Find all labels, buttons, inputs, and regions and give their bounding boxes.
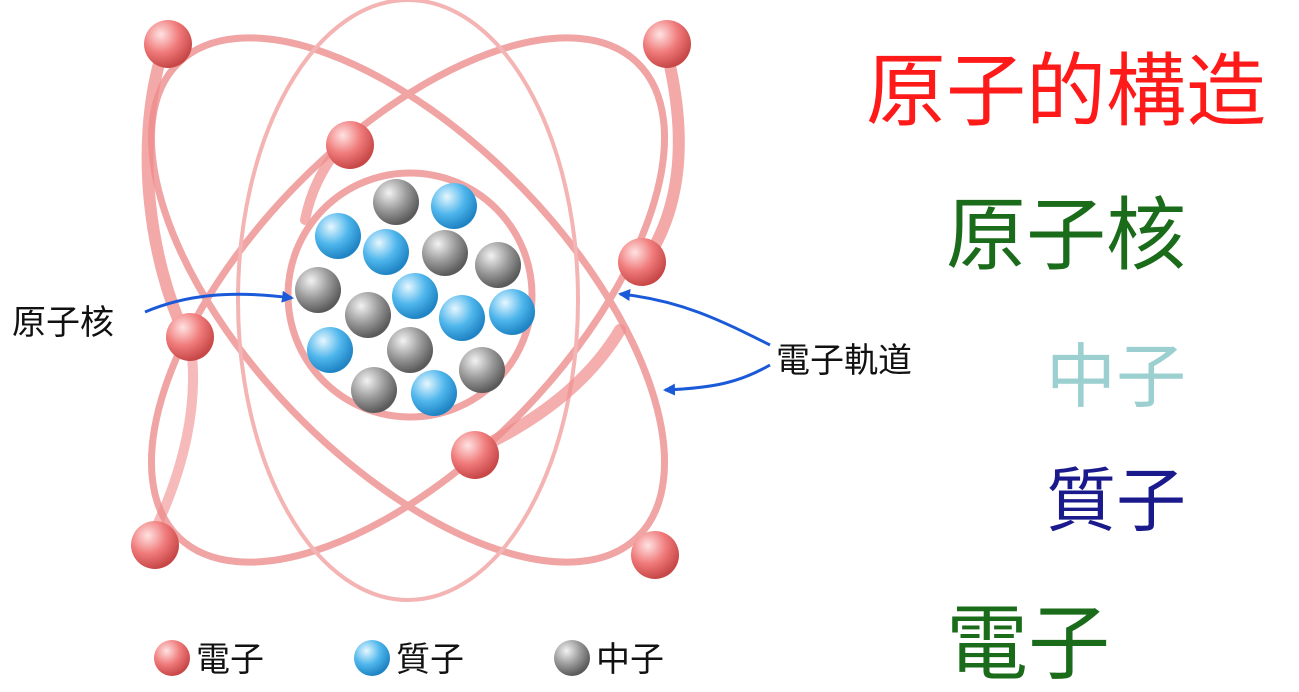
proton-ball — [411, 370, 457, 416]
neutron-ball — [345, 292, 391, 338]
title-heading: 原子的構造 — [866, 45, 1266, 138]
legend-neutron-swatch — [554, 640, 590, 676]
proton-ball — [307, 327, 353, 373]
orbits — [141, 0, 685, 602]
atom-diagram: 原子核 電子軌道 電子 質子 中子 — [12, 0, 912, 680]
label-arrows — [144, 289, 771, 396]
orbit-ribbon — [469, 324, 626, 456]
nucleus-heading: 原子核 — [946, 189, 1186, 282]
neutron-ball — [387, 327, 433, 373]
electron-heading: 電子 — [946, 597, 1111, 692]
orbit-ribbon — [141, 54, 191, 341]
orbit-ribbon — [639, 39, 685, 268]
neutron-ball — [459, 347, 505, 393]
proton-ball — [363, 229, 409, 275]
orbit-pointer-arrow — [618, 289, 771, 347]
electron-ball — [326, 121, 374, 169]
proton-ball — [431, 183, 477, 229]
orbit-pointer-arrow — [663, 363, 771, 396]
orbit-label: 電子軌道 — [776, 341, 912, 381]
orbit-ellipse — [236, 0, 580, 602]
neutron-ball — [373, 179, 419, 225]
orbit-ellipse — [147, 34, 669, 566]
electron-ball — [131, 521, 179, 569]
legend-electron-label: 電子 — [196, 640, 264, 680]
proton-heading: 質子 — [1046, 460, 1186, 542]
orbit-ribbon — [145, 335, 199, 545]
electron-ball — [618, 238, 666, 286]
electrons — [131, 20, 691, 579]
electron-ball — [631, 531, 679, 579]
neutron-heading: 中子 — [1046, 336, 1186, 418]
electron-ball — [451, 431, 499, 479]
nucleus-label: 原子核 — [12, 303, 114, 343]
legend-proton-label: 質子 — [396, 640, 464, 680]
neutron-ball — [295, 267, 341, 313]
electron-ball — [144, 20, 192, 68]
legend-neutron-label: 中子 — [596, 640, 664, 680]
neutron-ball — [422, 230, 468, 276]
proton-ball — [489, 289, 535, 335]
proton-ball — [439, 295, 485, 341]
electron-ball — [166, 313, 214, 361]
legend-electron-swatch — [154, 640, 190, 676]
legend-proton-swatch — [354, 640, 390, 676]
proton-ball — [392, 273, 438, 319]
electron-ball — [643, 20, 691, 68]
legend: 電子 質子 中子 — [154, 640, 664, 680]
nucleus-particles — [295, 179, 535, 416]
neutron-ball — [475, 242, 521, 288]
neutron-ball — [351, 367, 397, 413]
nucleus-pointer-arrow — [144, 290, 294, 314]
proton-ball — [315, 213, 361, 259]
